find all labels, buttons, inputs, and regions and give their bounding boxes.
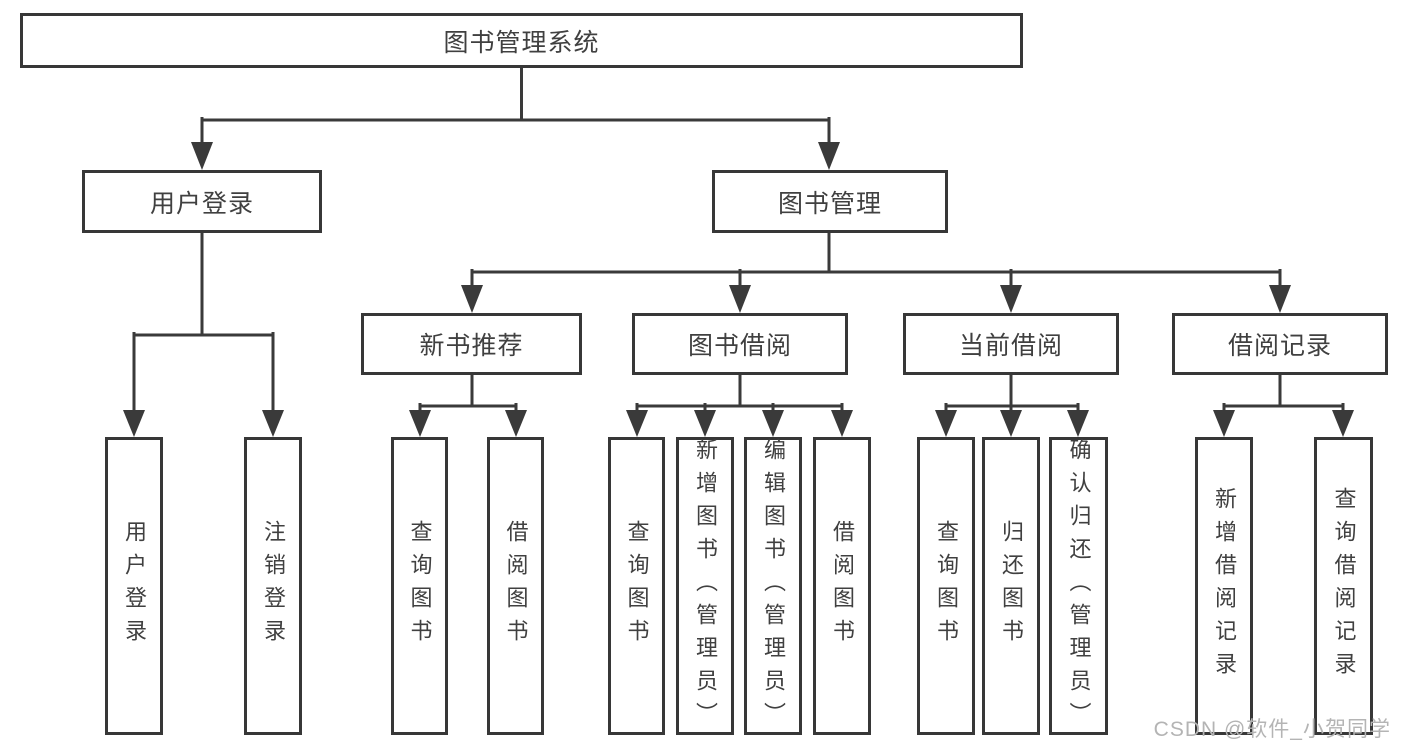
module-new-book-recommend: 新书推荐 — [361, 313, 582, 375]
branch-book-management: 图书管理 — [712, 170, 948, 233]
branch-user-login-label: 用户登录 — [149, 189, 254, 218]
leaf-query-books-borrow-label: 查询图书 — [624, 520, 650, 652]
module-borrow-records-label: 借阅记录 — [1227, 332, 1332, 360]
module-book-borrow: 图书借阅 — [632, 313, 848, 375]
leaf-edit-book-admin-label: 编辑图书（管理员） — [761, 437, 786, 735]
module-borrow-records: 借阅记录 — [1172, 313, 1388, 375]
leaf-query-books-recommend: 查询图书 — [391, 437, 448, 735]
leaf-edit-book-admin: 编辑图书（管理员） — [744, 437, 802, 735]
leaf-query-books-recommend-label: 查询图书 — [407, 520, 433, 652]
module-current-borrow: 当前借阅 — [903, 313, 1119, 375]
leaf-return-book: 归还图书 — [982, 437, 1040, 735]
leaf-confirm-return-admin: 确认归还（管理员） — [1049, 437, 1108, 735]
module-new-book-recommend-label: 新书推荐 — [419, 332, 524, 360]
leaf-add-book-admin-label: 新增图书（管理员） — [693, 437, 718, 735]
leaf-user-login: 用户登录 — [105, 437, 163, 735]
leaf-add-book-admin: 新增图书（管理员） — [676, 437, 734, 735]
branch-user-login: 用户登录 — [82, 170, 322, 233]
leaf-query-borrow-record: 查询借阅记录 — [1314, 437, 1373, 735]
module-book-borrow-label: 图书借阅 — [687, 332, 792, 360]
leaf-logout-label: 注销登录 — [261, 520, 286, 652]
leaf-confirm-return-admin-label: 确认归还（管理员） — [1066, 437, 1092, 735]
leaf-borrow-books-module-label: 借阅图书 — [830, 520, 855, 652]
leaf-logout: 注销登录 — [244, 437, 302, 735]
leaf-query-books-current-label: 查询图书 — [934, 520, 959, 652]
leaf-add-borrow-record: 新增借阅记录 — [1195, 437, 1253, 735]
leaf-borrow-books-module: 借阅图书 — [813, 437, 871, 735]
leaf-return-book-label: 归还图书 — [999, 520, 1024, 652]
leaf-borrow-books-recommend: 借阅图书 — [487, 437, 544, 735]
leaf-query-books-current: 查询图书 — [917, 437, 975, 735]
node-root-label: 图书管理系统 — [443, 28, 600, 57]
module-current-borrow-label: 当前借阅 — [958, 332, 1063, 360]
leaf-borrow-books-recommend-label: 借阅图书 — [503, 520, 529, 652]
leaf-query-books-borrow: 查询图书 — [608, 437, 665, 735]
leaf-user-login-label: 用户登录 — [122, 520, 147, 652]
csdn-watermark: CSDN @软件_小贺同学 — [1153, 718, 1391, 741]
leaf-query-borrow-record-label: 查询借阅记录 — [1331, 487, 1357, 685]
branch-book-management-label: 图书管理 — [777, 189, 882, 218]
leaf-add-borrow-record-label: 新增借阅记录 — [1212, 487, 1237, 685]
node-root: 图书管理系统 — [20, 13, 1023, 68]
